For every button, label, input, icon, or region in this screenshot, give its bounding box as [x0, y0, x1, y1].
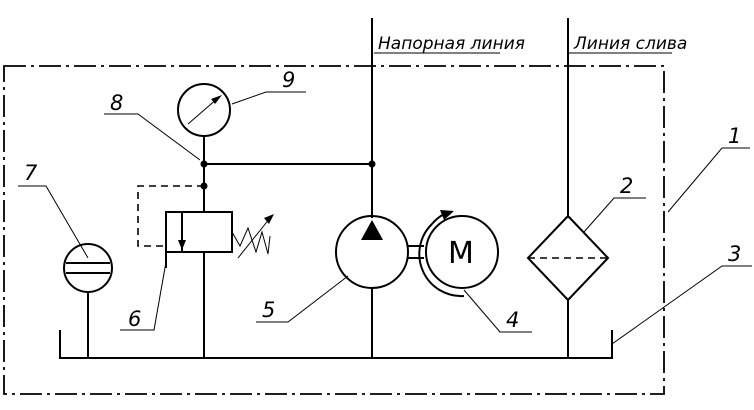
callout-number-7: 7	[24, 161, 38, 185]
callout-2: 2	[583, 174, 646, 233]
callout-number-8: 8	[110, 91, 123, 115]
callout-number-3: 3	[728, 242, 741, 266]
callout-number-1: 1	[728, 124, 741, 148]
callout-8: 8	[104, 91, 201, 161]
callout-number-2: 2	[620, 174, 633, 198]
drain-line-label: Линия слива	[573, 34, 687, 54]
filter-symbol	[526, 214, 610, 302]
pilot-line	[137, 185, 204, 247]
rotation-direction-icon	[418, 210, 465, 298]
pressure-gauge	[177, 83, 231, 137]
callout-number-5: 5	[262, 298, 275, 322]
unit-boundary-frame	[3, 65, 665, 395]
callout-number-9: 9	[282, 68, 295, 92]
callout-9: 9	[231, 68, 306, 105]
spring-adjust-icon	[231, 214, 274, 259]
motor-letter: M	[448, 236, 474, 271]
callout-number-6: 6	[128, 307, 141, 331]
callout-5: 5	[256, 275, 349, 323]
callout-number-4: 4	[506, 308, 519, 332]
callout-3: 3	[611, 242, 752, 345]
electric-motor: M	[425, 215, 499, 289]
pump-symbol	[335, 215, 409, 289]
junction-dot-pressure	[368, 160, 376, 168]
level-indicator	[63, 243, 113, 358]
pressure-line-label: Напорная линия	[378, 34, 525, 54]
tank-symbol	[59, 330, 613, 359]
relief-valve	[165, 211, 233, 358]
callout-4: 4	[463, 289, 532, 333]
callout-1: 1	[667, 124, 750, 213]
callout-6: 6	[120, 261, 167, 331]
callout-7: 7	[18, 161, 89, 259]
